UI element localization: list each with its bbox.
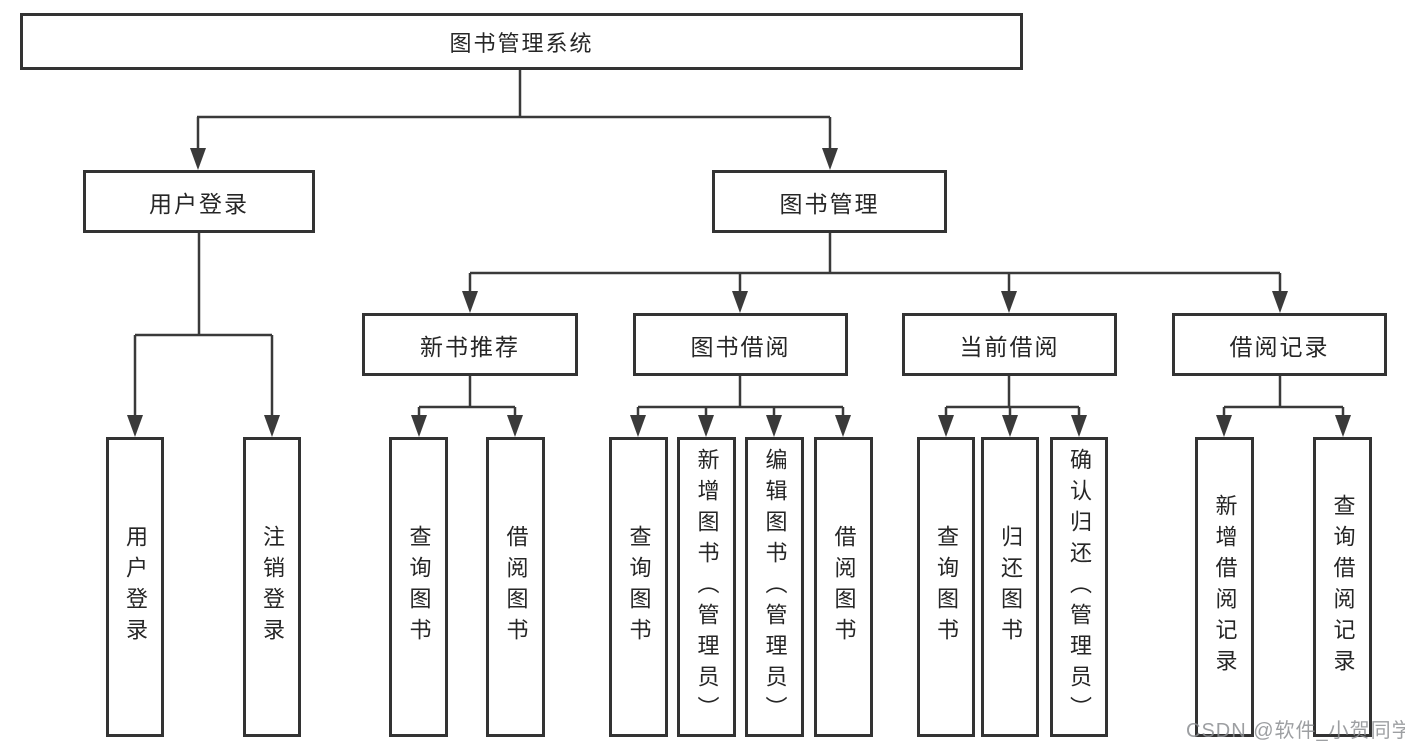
node-current-borrowing: 当前借阅 [902, 313, 1117, 376]
node-user-login-leaf: 用户登录 [106, 437, 164, 737]
node-borrow-books-leaf: 借阅图书 [814, 437, 873, 737]
arrowheads-group [127, 148, 1351, 437]
node-new-book-recommendation: 新书推荐 [362, 313, 578, 376]
node-query-borrow-record: 查询借阅记录 [1313, 437, 1372, 737]
node-add-book-admin: 新增图书（管理员） [677, 437, 736, 737]
node-borrow-books-recommend: 借阅图书 [486, 437, 545, 737]
node-add-borrow-record: 新增借阅记录 [1195, 437, 1254, 737]
node-query-books-recommend: 查询图书 [389, 437, 448, 737]
node-book-management: 图书管理 [712, 170, 947, 233]
node-logout: 注销登录 [243, 437, 301, 737]
node-edit-book-admin: 编辑图书（管理员） [745, 437, 804, 737]
watermark: CSDN @软件_小贺同学 [1186, 720, 1405, 742]
node-book-borrowing: 图书借阅 [633, 313, 848, 376]
node-query-books-current: 查询图书 [917, 437, 975, 737]
node-return-books: 归还图书 [981, 437, 1039, 737]
node-query-books-borrowing: 查询图书 [609, 437, 668, 737]
node-user-login: 用户登录 [83, 170, 315, 233]
node-confirm-return-admin: 确认归还（管理员） [1050, 437, 1108, 737]
node-library-system: 图书管理系统 [20, 13, 1023, 70]
node-borrowing-records: 借阅记录 [1172, 313, 1387, 376]
